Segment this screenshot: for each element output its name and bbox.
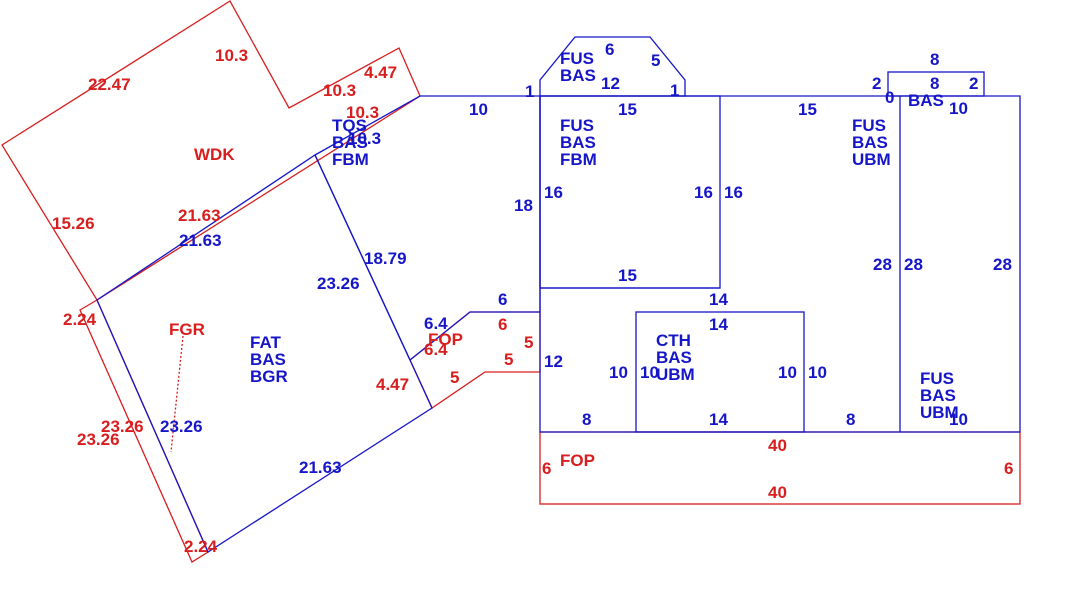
dimension-label: 14 [709, 410, 728, 429]
dimension-label: 10 [949, 410, 968, 429]
dimension-label: 40 [768, 436, 787, 455]
fat-label-line2: BAS [250, 350, 286, 369]
dimension-label: 1 [525, 82, 534, 101]
tqs-label-line2: BAS [332, 133, 368, 152]
fus-fbm-label-line2: BAS [560, 133, 596, 152]
dimension-label: 23.26 [77, 430, 120, 449]
tqs-label-line3: FBM [332, 150, 369, 169]
dimension-label: 6 [605, 40, 614, 59]
blue-outlines [96, 36, 1021, 553]
dimension-label: 5 [450, 368, 459, 387]
main-level-outline [539, 95, 1021, 433]
dimension-label: 15 [618, 266, 637, 285]
area-codes: WDK TQS BAS FBM FAT BAS BGR FGR FOP FUS … [169, 49, 959, 470]
dimension-label: 5 [524, 333, 533, 352]
dimension-label: 22.47 [88, 75, 131, 94]
dimension-label: 23.26 [317, 274, 360, 293]
dimension-label: 21.63 [179, 231, 222, 250]
dimension-label: 28 [873, 255, 892, 274]
fus-top-label-line2: BAS [560, 66, 596, 85]
dimension-label: 6.4 [424, 340, 448, 359]
dimension-label: 16 [724, 183, 743, 202]
dimension-label: 10 [808, 363, 827, 382]
cth-label-line1: CTH [656, 331, 691, 350]
dimension-label: 18 [514, 196, 533, 215]
dimension-label: 16 [694, 183, 713, 202]
dimension-label: 16 [544, 183, 563, 202]
fus-ubm-right-label-line1: FUS [920, 369, 954, 388]
dimension-label: 10 [609, 363, 628, 382]
fgr-leader-line [170, 335, 184, 453]
dimension-label: 8 [930, 50, 939, 69]
dimension-label: 28 [993, 255, 1012, 274]
dimension-label: 6 [1004, 459, 1013, 478]
dimension-label: 6 [498, 315, 507, 334]
dimension-label: 21.63 [299, 458, 342, 477]
fop-bottom-label: FOP [560, 451, 595, 470]
dimension-label: 8 [846, 410, 855, 429]
tqs-label-line1: TQS [332, 116, 367, 135]
dimension-label: 10 [778, 363, 797, 382]
dimension-label: 15 [798, 100, 817, 119]
dimension-label: 2 [969, 74, 978, 93]
dimension-label: 2 [872, 74, 881, 93]
fgr-label: FGR [169, 320, 205, 339]
dimension-label: 4.47 [376, 375, 409, 394]
fat-label-line1: FAT [250, 333, 281, 352]
dimension-label: 15 [618, 100, 637, 119]
dimension-label: 23.26 [160, 417, 203, 436]
cth-label-line3: UBM [656, 365, 695, 384]
dimension-label: 8 [582, 410, 591, 429]
dimension-label: 10.3 [348, 129, 381, 148]
fus-fbm-label-line1: FUS [560, 116, 594, 135]
dimension-label: 12 [601, 74, 620, 93]
dimension-label: 4.47 [364, 63, 397, 82]
dimension-label: 0 [885, 88, 894, 107]
fop-left-label: FOP [428, 330, 463, 349]
dimension-label: 6 [498, 290, 507, 309]
dimension-label: 5 [651, 51, 660, 70]
dimension-label: 10.3 [323, 81, 356, 100]
dimension-label: 10 [949, 99, 968, 118]
dimension-label: 2.24 [184, 537, 218, 556]
fat-outline [96, 154, 433, 553]
dimension-label: 8 [930, 74, 939, 93]
dimension-label: 10 [640, 363, 659, 382]
fat-label-line3: BGR [250, 367, 288, 386]
wdk-label: WDK [194, 145, 235, 164]
dimension-label: 23.26 [101, 417, 144, 436]
fus-ubm-right-label-line2: BAS [920, 386, 956, 405]
bas-small-label: BAS [908, 91, 944, 110]
red-outlines [1, 0, 1021, 563]
dimension-label: 14 [709, 290, 728, 309]
dimension-label: 10 [469, 100, 488, 119]
dimension-label: 14 [709, 315, 728, 334]
fus-fbm-label-line3: FBM [560, 150, 597, 169]
dimension-label: 40 [768, 483, 787, 502]
fus-top-label-line1: FUS [560, 49, 594, 68]
fus-ubm-label-line1: FUS [852, 116, 886, 135]
cth-outline [635, 311, 805, 433]
dimension-label: 10.3 [215, 46, 248, 65]
fus-ubm-label-line2: BAS [852, 133, 888, 152]
dimension-label: 12 [544, 352, 563, 371]
dimension-label: 1 [670, 81, 679, 100]
fus-ubm-label-line3: UBM [852, 150, 891, 169]
dimension-label: 6 [542, 459, 551, 478]
dimension-labels: 10.3 22.47 10.3 4.47 10.3 15.26 21.63 21… [52, 40, 1013, 556]
dimension-label: 10.3 [346, 103, 379, 122]
dimension-label: 2.24 [63, 310, 97, 329]
dimension-label: 6.4 [424, 314, 448, 333]
fus-ubm-right-label-line3: UBM [920, 403, 959, 422]
dimension-label: 28 [904, 255, 923, 274]
dimension-label: 18.79 [364, 249, 407, 268]
dimension-label: 21.63 [178, 206, 221, 225]
dimension-label: 15.26 [52, 214, 95, 233]
dimension-label: 5 [504, 350, 513, 369]
cth-label-line2: BAS [656, 348, 692, 367]
